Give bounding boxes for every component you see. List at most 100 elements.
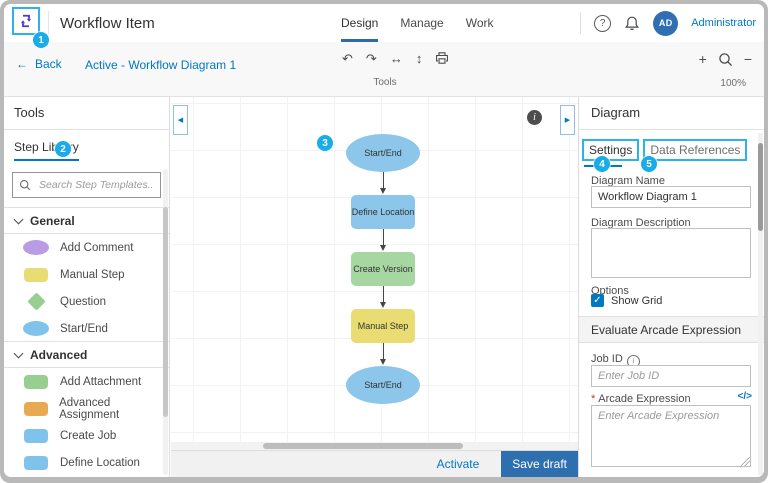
flow-connector-arrow: [379, 343, 388, 366]
user-name[interactable]: Administrator: [691, 17, 756, 29]
step-template-question[interactable]: Question: [4, 288, 169, 315]
step-shape-icon: [23, 428, 49, 443]
back-arrow-icon: ←: [16, 57, 28, 71]
section-header-advanced[interactable]: Advanced: [4, 341, 169, 368]
diagram-description-label: Diagram Description: [591, 217, 691, 229]
step-label: Question: [60, 295, 107, 308]
step-template-run-gp-service[interactable]: Run GP Service: [4, 476, 169, 477]
align-horizontal-icon[interactable]: ↔: [389, 50, 403, 66]
arcade-expression-label: *Arcade Expression: [591, 393, 691, 405]
chevron-down-icon: [13, 214, 24, 224]
step-label: Add Attachment: [60, 375, 142, 388]
info-icon[interactable]: i: [527, 110, 542, 125]
print-icon[interactable]: [435, 51, 449, 65]
step-template-define-location[interactable]: Define Location: [4, 449, 169, 476]
zoom-in-icon[interactable]: +: [698, 51, 707, 67]
align-vertical-icon[interactable]: ↕: [415, 50, 423, 66]
nav-tab-work[interactable]: Work: [465, 16, 494, 30]
flow-node-create-version-2[interactable]: Create Version: [351, 252, 415, 286]
workflow-logo-highlight-box[interactable]: [12, 7, 40, 35]
step-template-manual-step[interactable]: Manual Step: [4, 261, 169, 288]
step-template-advanced-assignment[interactable]: Advanced Assignment: [4, 395, 169, 422]
canvas-horizontal-scrollbar: [171, 442, 578, 450]
header-divider: [580, 12, 582, 34]
callout-badge-5: 5: [641, 156, 657, 172]
step-template-add-comment[interactable]: Add Comment: [4, 234, 169, 261]
callout-badge-2: 2: [55, 141, 71, 157]
code-editor-icon[interactable]: </>: [737, 391, 752, 402]
step-label: Start/End: [60, 322, 108, 335]
back-button[interactable]: ← Back: [16, 57, 62, 71]
step-shape-icon: [23, 292, 49, 311]
job-id-input[interactable]: [591, 365, 751, 387]
flow-connector-arrow: [379, 172, 388, 195]
show-grid-option[interactable]: Show Grid: [591, 294, 662, 307]
tools-panel-title: Tools: [4, 97, 169, 130]
save-draft-button[interactable]: Save draft: [501, 451, 578, 477]
section-label: Advanced: [30, 347, 88, 362]
step-template-add-attachment[interactable]: Add Attachment: [4, 368, 169, 395]
magnifier-icon[interactable]: [718, 52, 733, 67]
header-actions: ? AD Administrator: [580, 4, 756, 42]
diagram-name-input[interactable]: [591, 186, 751, 208]
right-scrollbar-thumb[interactable]: [758, 143, 763, 231]
avatar[interactable]: AD: [653, 10, 679, 36]
canvas-scrollbar-thumb[interactable]: [263, 443, 463, 449]
rect-shape: [24, 455, 48, 470]
diagram-panel-title: Diagram: [579, 97, 764, 130]
right-panel-scrollbar: [758, 133, 763, 475]
ellipse-shape: [23, 240, 49, 255]
flow-connector-arrow: [379, 286, 388, 309]
step-label: Manual Step: [60, 268, 125, 281]
collapse-right-panel-button[interactable]: ▶: [560, 105, 575, 135]
tools-label: Tools: [373, 77, 397, 88]
section-header-general[interactable]: General: [4, 207, 169, 234]
collapse-left-panel-button[interactable]: ◀: [173, 105, 188, 135]
primary-nav: Design Manage Work: [341, 4, 494, 42]
header-divider: [48, 11, 49, 35]
tab-settings[interactable]: Settings: [582, 139, 640, 161]
show-grid-checkbox[interactable]: [591, 294, 604, 307]
rect-shape: [24, 428, 48, 443]
flow-node-manual-step-3[interactable]: Manual Step: [351, 309, 415, 343]
arcade-section-header: Evaluate Arcade Expression: [579, 316, 764, 343]
nav-tab-manage[interactable]: Manage: [400, 16, 444, 30]
diagram-description-textarea[interactable]: [591, 228, 751, 278]
canvas-footer: Activate Save draft: [171, 450, 578, 477]
activate-button[interactable]: Activate: [431, 451, 486, 477]
step-shape-icon: [23, 455, 49, 470]
help-icon[interactable]: ?: [594, 14, 612, 32]
redo-icon[interactable]: ↷: [365, 50, 377, 66]
section-label: General: [30, 213, 75, 228]
search-input[interactable]: [37, 178, 154, 192]
step-label: Add Comment: [60, 241, 134, 254]
search-icon: [19, 179, 31, 191]
nav-tab-design[interactable]: Design: [341, 4, 379, 42]
zoom-level: 100%: [720, 78, 746, 89]
breadcrumb: Active - Workflow Diagram 1: [85, 58, 237, 72]
rect-shape: [23, 401, 48, 416]
step-template-start-end[interactable]: Start/End: [4, 315, 169, 342]
step-template-create-job[interactable]: Create Job: [4, 422, 169, 449]
step-shape-icon: [23, 267, 49, 282]
diagram-name-label: Diagram Name: [591, 175, 665, 187]
callout-badge-3: 3: [317, 135, 333, 151]
undo-icon[interactable]: ↶: [342, 50, 353, 66]
flow-node-start-end-0[interactable]: Start/End: [346, 134, 420, 172]
callout-badge-4: 4: [594, 156, 610, 172]
flow-node-start-end-4[interactable]: Start/End: [346, 366, 420, 404]
tab-data-references[interactable]: Data References: [643, 139, 748, 161]
flow-connector-arrow: [379, 229, 388, 252]
rect-shape: [24, 374, 48, 389]
flow-node-define-location-1[interactable]: Define Location: [351, 195, 415, 229]
notifications-bell-icon[interactable]: [624, 15, 640, 32]
left-scrollbar-thumb[interactable]: [163, 207, 168, 417]
step-label: Create Job: [60, 429, 117, 442]
arcade-expression-textarea[interactable]: [591, 405, 751, 467]
zoom-out-icon[interactable]: −: [743, 51, 752, 67]
step-label: Advanced Assignment: [59, 396, 120, 421]
